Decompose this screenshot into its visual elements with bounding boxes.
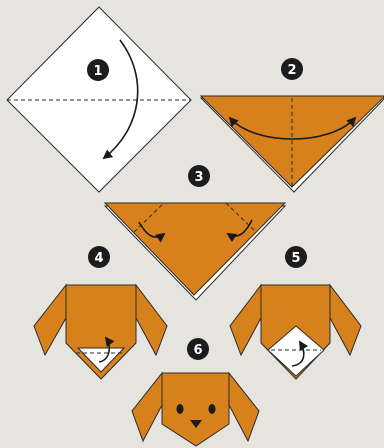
step-number-2: 2 [287, 63, 296, 78]
left-ear [34, 285, 66, 355]
right-ear [229, 373, 259, 441]
right-ear [136, 285, 167, 355]
step-6: 6 [132, 338, 259, 446]
step-5: 5 [230, 246, 361, 379]
step-number-1: 1 [93, 64, 102, 79]
right-eye [209, 404, 216, 414]
step-4: 4 [34, 246, 167, 379]
triangle-front [105, 203, 285, 295]
step-2: 2 [201, 58, 384, 192]
step-number-4: 4 [94, 251, 103, 266]
step-number-6: 6 [193, 343, 202, 358]
step-3: 3 [105, 165, 285, 300]
step-number-5: 5 [291, 251, 300, 266]
step-1: 1 [7, 7, 191, 192]
left-ear [230, 285, 261, 355]
step-number-3: 3 [194, 170, 203, 185]
left-ear [132, 373, 162, 441]
head-body [162, 373, 229, 446]
right-ear [330, 285, 361, 355]
left-eye [177, 404, 184, 414]
